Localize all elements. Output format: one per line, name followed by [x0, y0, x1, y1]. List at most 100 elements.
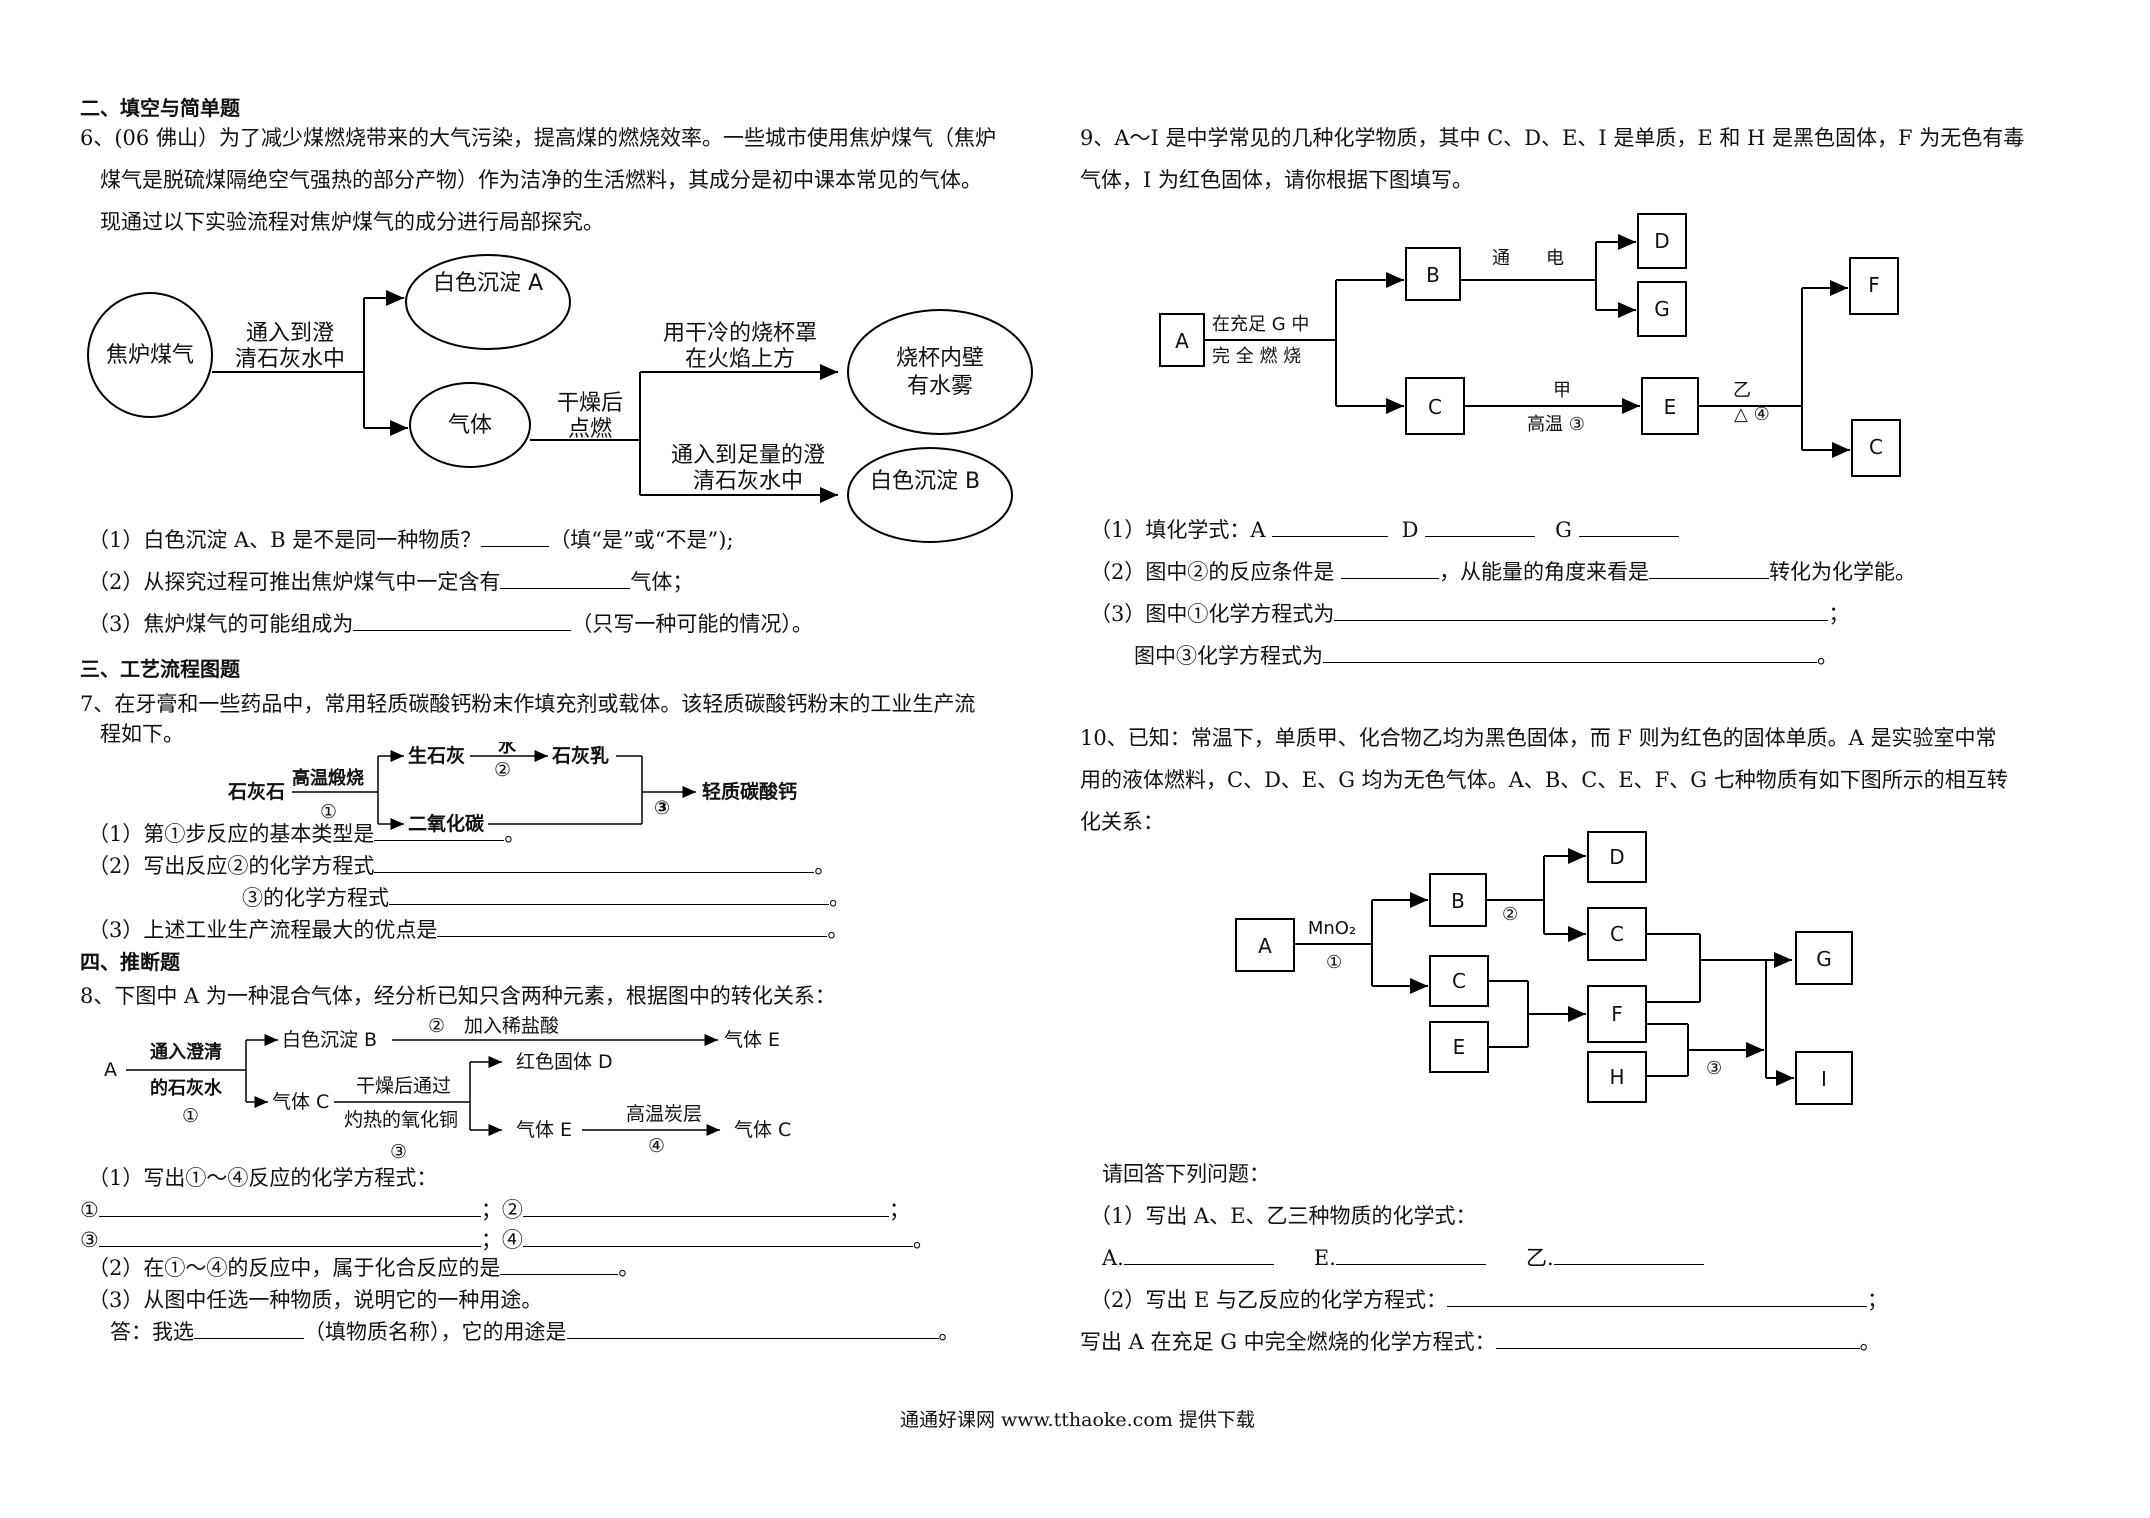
- svg-text:G: G: [1816, 947, 1832, 971]
- svg-text:I: I: [1821, 1067, 1827, 1091]
- q10-sub1: （1）写出 A、E、乙三种物质的化学式：: [1090, 1204, 1477, 1228]
- q9-sub1: （1）填化学式：A D G: [1090, 516, 1679, 544]
- svg-text:H: H: [1609, 1065, 1624, 1089]
- q9-sub3: （3）图中①化学方程式为；: [1090, 600, 1850, 626]
- svg-text:G: G: [1654, 297, 1670, 321]
- q9-sub4: 图中③化学方程式为。: [1134, 642, 1838, 668]
- svg-text:红色固体 D: 红色固体 D: [516, 1051, 613, 1073]
- q6-line3: 现通过以下实验流程对焦炉煤气的成分进行局部探究。: [100, 210, 604, 234]
- q10-line1: 10、已知：常温下，单质甲、化合物乙均为黑色固体，而 F 则为红色的固体单质。A…: [1080, 726, 1997, 750]
- svg-text:A: A: [1258, 934, 1272, 958]
- svg-text:二氧化碳: 二氧化碳: [408, 812, 485, 835]
- q9-blank-condition[interactable]: [1341, 558, 1440, 579]
- svg-text:D: D: [1609, 845, 1624, 869]
- svg-text:①: ①: [320, 801, 337, 823]
- q10-blank-y[interactable]: [1553, 1244, 1704, 1265]
- q9-blank-g[interactable]: [1578, 516, 1679, 537]
- svg-text:A: A: [1175, 329, 1189, 353]
- svg-text:有水雾: 有水雾: [907, 374, 973, 399]
- svg-text:△ ④: △ ④: [1734, 404, 1770, 425]
- q7-line2: 程如下。: [100, 722, 184, 746]
- q7-sub4: （3）上述工业生产流程最大的优点是。: [88, 916, 849, 942]
- q6-sub1: （1）白色沉淀 A、B 是不是同一种物质？（填“是”或“不是”);: [88, 526, 734, 552]
- svg-text:F: F: [1611, 1002, 1623, 1026]
- q6-line1: 6、(06 佛山）为了减少煤燃烧带来的大气污染，提高煤的燃烧效率。一些城市使用焦…: [80, 126, 996, 150]
- q9-blank-energy[interactable]: [1649, 558, 1770, 579]
- svg-text:高温煅烧: 高温煅烧: [292, 767, 364, 789]
- q8-eq-blank-1[interactable]: [98, 1196, 481, 1217]
- svg-text:C: C: [1452, 969, 1466, 993]
- q10-blank-e[interactable]: [1335, 1244, 1486, 1265]
- q10-blank-a[interactable]: [1123, 1244, 1274, 1265]
- q9-blank-eq1[interactable]: [1334, 600, 1829, 621]
- q6-sub3: （3）焦炉煤气的可能组成为（只写一种可能的情况）。: [88, 610, 813, 636]
- svg-text:高温炭层: 高温炭层: [626, 1103, 702, 1125]
- svg-text:通入到足量的澄: 通入到足量的澄: [671, 443, 825, 468]
- q7-answer-blank-1[interactable]: [374, 820, 505, 841]
- svg-text:②: ②: [494, 759, 511, 781]
- q6-answer-blank-3[interactable]: [353, 610, 572, 631]
- section-title-4: 四、推断题: [80, 950, 180, 974]
- svg-text:气体: 气体: [448, 413, 492, 438]
- svg-text:用干冷的烧杯罩: 用干冷的烧杯罩: [663, 321, 817, 346]
- svg-text:②: ②: [428, 1015, 445, 1037]
- svg-text:高温 ③: 高温 ③: [1527, 414, 1585, 435]
- svg-text:烧杯内壁: 烧杯内壁: [896, 346, 984, 371]
- q8-eq-blank-3[interactable]: [98, 1226, 481, 1247]
- q9-blank-d[interactable]: [1425, 516, 1536, 537]
- q7-sub3: ③的化学方程式。: [242, 884, 850, 910]
- svg-text:在充足 G 中: 在充足 G 中: [1212, 314, 1309, 335]
- svg-text:③: ③: [390, 1141, 407, 1163]
- svg-text:F: F: [1868, 273, 1880, 297]
- section-title-3: 三、工艺流程图题: [80, 657, 240, 681]
- q6-answer-blank-2[interactable]: [500, 568, 631, 589]
- svg-text:生石灰: 生石灰: [408, 744, 465, 767]
- q6-line2: 煤气是脱硫煤隔绝空气强热的部分产物）作为洁净的生活燃料，其成分是初中课本常见的气…: [100, 168, 982, 192]
- q10-sub2: （2）写出 E 与乙反应的化学方程式：；: [1090, 1286, 1889, 1312]
- svg-text:清石灰水中: 清石灰水中: [235, 347, 345, 372]
- q9-blank-eq3[interactable]: [1323, 642, 1817, 663]
- q7-process-diagram: 石灰石 高温煅烧 ① 生石灰 水 ② 石灰乳 二氧化碳 ③ 轻质碳酸钙: [227, 742, 797, 835]
- svg-text:清石灰水中: 清石灰水中: [693, 469, 803, 494]
- svg-text:乙: 乙: [1733, 380, 1751, 401]
- svg-text:加入稀盐酸: 加入稀盐酸: [464, 1015, 559, 1037]
- svg-text:气体 E: 气体 E: [516, 1119, 572, 1141]
- svg-text:石灰乳: 石灰乳: [551, 744, 609, 767]
- svg-text:E: E: [1664, 395, 1677, 419]
- svg-text:通入澄清: 通入澄清: [150, 1041, 222, 1063]
- q8-eq-blank-2[interactable]: [522, 1196, 889, 1217]
- q8-eq-blank-4[interactable]: [522, 1226, 913, 1247]
- svg-text:完 全 燃 烧: 完 全 燃 烧: [1212, 346, 1301, 367]
- q6-flow-diagram: 焦炉煤气 通入到澄 清石灰水中 白色沉淀 A 气体 干燥后 点燃 用干冷的烧杯罩…: [87, 254, 1033, 543]
- q8-answer-blank-choice[interactable]: [194, 1318, 304, 1339]
- q10-blank-eq-a[interactable]: [1495, 1328, 1860, 1349]
- svg-text:③: ③: [654, 797, 670, 819]
- q10-line2: 用的液体燃料，C、D、E、G 均为无色气体。A、B、C、E、F、G 七种物质有如…: [1080, 768, 2008, 792]
- q7-answer-blank-4[interactable]: [437, 916, 828, 937]
- svg-text:的石灰水: 的石灰水: [150, 1077, 223, 1099]
- q9-line1: 9、A～I 是中学常见的几种化学物质，其中 C、D、E、I 是单质，E 和 H …: [1080, 126, 2025, 150]
- q8-sub3: （3）从图中任选一种物质，说明它的一种用途。: [88, 1288, 543, 1312]
- q6-answer-blank-1[interactable]: [481, 526, 550, 547]
- q8-answer-blank-2[interactable]: [500, 1254, 619, 1275]
- q8-answer-blank-use[interactable]: [566, 1318, 939, 1339]
- q10-flow-diagram: A MnO₂ ① B ② D C C E F H ③ G I: [1235, 831, 1853, 1105]
- svg-text:水: 水: [498, 742, 517, 757]
- q7-sub2: （2）写出反应②的化学方程式。: [88, 852, 836, 878]
- footer-text: 通通好课网 www.tthaoke.com 提供下载: [900, 1409, 1255, 1431]
- svg-text:干燥后: 干燥后: [557, 391, 623, 416]
- q8-sub1: （1）写出①～④反应的化学方程式：: [88, 1166, 438, 1190]
- q10-sub3: 写出 A 在充足 G 中完全燃烧的化学方程式：。: [1080, 1328, 1881, 1354]
- svg-text:④: ④: [648, 1135, 665, 1157]
- svg-text:A: A: [104, 1059, 117, 1081]
- q7-answer-blank-3[interactable]: [389, 884, 829, 905]
- svg-text:B: B: [1451, 889, 1465, 913]
- q6-white-ppt-a: 白色沉淀 A: [433, 271, 543, 296]
- q9-blank-a[interactable]: [1272, 516, 1389, 537]
- svg-text:电: 电: [1546, 248, 1564, 269]
- q6-gas-label: 焦炉煤气: [106, 343, 194, 368]
- q9-line2: 气体，I 为红色固体，请你根据下图填写。: [1080, 168, 1473, 192]
- q10-blank-eq-e[interactable]: [1447, 1286, 1868, 1307]
- q6-white-ppt-b: 白色沉淀 B: [870, 469, 980, 494]
- q7-answer-blank-2[interactable]: [374, 852, 815, 873]
